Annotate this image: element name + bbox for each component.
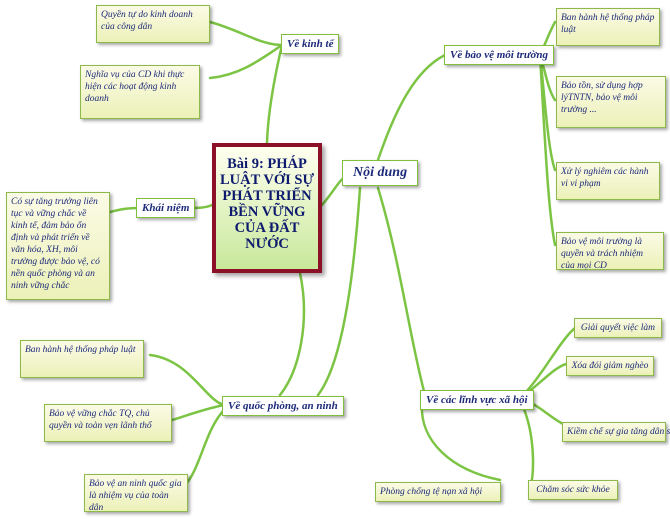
leaf-text: Bảo vệ môi trường là quyền và trách nhiệ…	[561, 237, 644, 271]
leaf-text: Nghĩa vụ của CD khi thực hiện các hoạt đ…	[85, 70, 185, 104]
branch-moi-truong-label: Về bảo vệ môi trường	[450, 49, 549, 61]
leaf-text: Bảo tồn, sử dụng hợp lýTNTN, bảo vệ môi …	[561, 81, 643, 115]
branch-khai-niem: Khái niệm	[136, 198, 196, 218]
leaf-kinh-te-2: Nghĩa vụ của CD khi thực hiện các hoạt đ…	[80, 65, 200, 119]
leaf-text: Kiềm chế sự gia tăng dân số	[567, 427, 670, 437]
leaf-moi-truong-4: Bảo vệ môi trường là quyền và trách nhiệ…	[556, 232, 664, 271]
leaf-kinh-te-1: Quyền tự do kinh doanh của công dân	[96, 5, 210, 43]
leaf-quoc-phong-3: Bảo vệ an ninh quốc gia là nhiệm vụ của …	[84, 474, 188, 513]
center-title-box: Bài 9: PHÁP LUẬT VỚI SỰ PHÁT TRIỂN BỀN V…	[212, 143, 322, 273]
leaf-xa-hoi-2: Xóa đói giảm nghèo	[566, 356, 654, 376]
branch-xa-hoi: Về các lĩnh vực xã hội	[420, 390, 534, 410]
branch-quoc-phong-label: Về quốc phòng, an ninh	[228, 400, 338, 412]
hub-label: Nội dung	[353, 165, 408, 180]
branch-moi-truong: Về bảo vệ môi trường	[444, 45, 555, 65]
leaf-khai-niem-1: Có sự tăng trưởng liên tục và vững chắc …	[6, 192, 110, 300]
leaf-quoc-phong-1: Ban hành hệ thống pháp luật	[20, 340, 144, 378]
leaf-xa-hoi-3: Kiềm chế sự gia tăng dân số	[562, 422, 670, 442]
leaf-moi-truong-2: Bảo tồn, sử dụng hợp lýTNTN, bảo vệ môi …	[556, 76, 666, 128]
leaf-xa-hoi-5: Phòng chống tệ nạn xã hội	[375, 482, 501, 502]
leaf-xa-hoi-4: Chăm sóc sức khỏe	[528, 480, 618, 500]
leaf-text: Ban hành hệ thống pháp luật	[561, 13, 655, 35]
leaf-text: Xóa đói giảm nghèo	[571, 361, 649, 371]
leaf-text: Xử lý nghiêm các hành vi vi phạm	[561, 167, 649, 189]
branch-kinh-te: Về kinh tế	[281, 34, 340, 54]
leaf-text: Có sự tăng trưởng liên tục và vững chắc …	[11, 197, 100, 291]
leaf-text: Ban hành hệ thống pháp luật	[25, 345, 136, 355]
leaf-moi-truong-3: Xử lý nghiêm các hành vi vi phạm	[556, 162, 660, 200]
hub-noi-dung: Nội dung	[342, 160, 419, 186]
branch-quoc-phong: Về quốc phòng, an ninh	[222, 396, 344, 416]
leaf-text: Phòng chống tệ nạn xã hội	[380, 487, 483, 497]
center-title: Bài 9: PHÁP LUẬT VỚI SỰ PHÁT TRIỂN BỀN V…	[220, 156, 315, 252]
leaf-text: Bảo vệ vững chắc TQ, chủ quyền và toàn v…	[49, 409, 152, 431]
leaf-text: Chăm sóc sức khỏe	[536, 485, 610, 495]
leaf-text: Quyền tự do kinh doanh của công dân	[101, 10, 193, 32]
leaf-xa-hoi-1: Giải quyết việc làm	[574, 318, 662, 338]
leaf-text: Giải quyết việc làm	[580, 323, 656, 333]
branch-xa-hoi-label: Về các lĩnh vực xã hội	[426, 394, 528, 406]
leaf-quoc-phong-2: Bảo vệ vững chắc TQ, chủ quyền và toàn v…	[44, 404, 172, 442]
leaf-moi-truong-1: Ban hành hệ thống pháp luật	[556, 8, 660, 46]
branch-khai-niem-label: Khái niệm	[142, 202, 190, 214]
branch-kinh-te-label: Về kinh tế	[287, 38, 334, 50]
leaf-text: Bảo vệ an ninh quốc gia là nhiệm vụ của …	[89, 479, 182, 513]
